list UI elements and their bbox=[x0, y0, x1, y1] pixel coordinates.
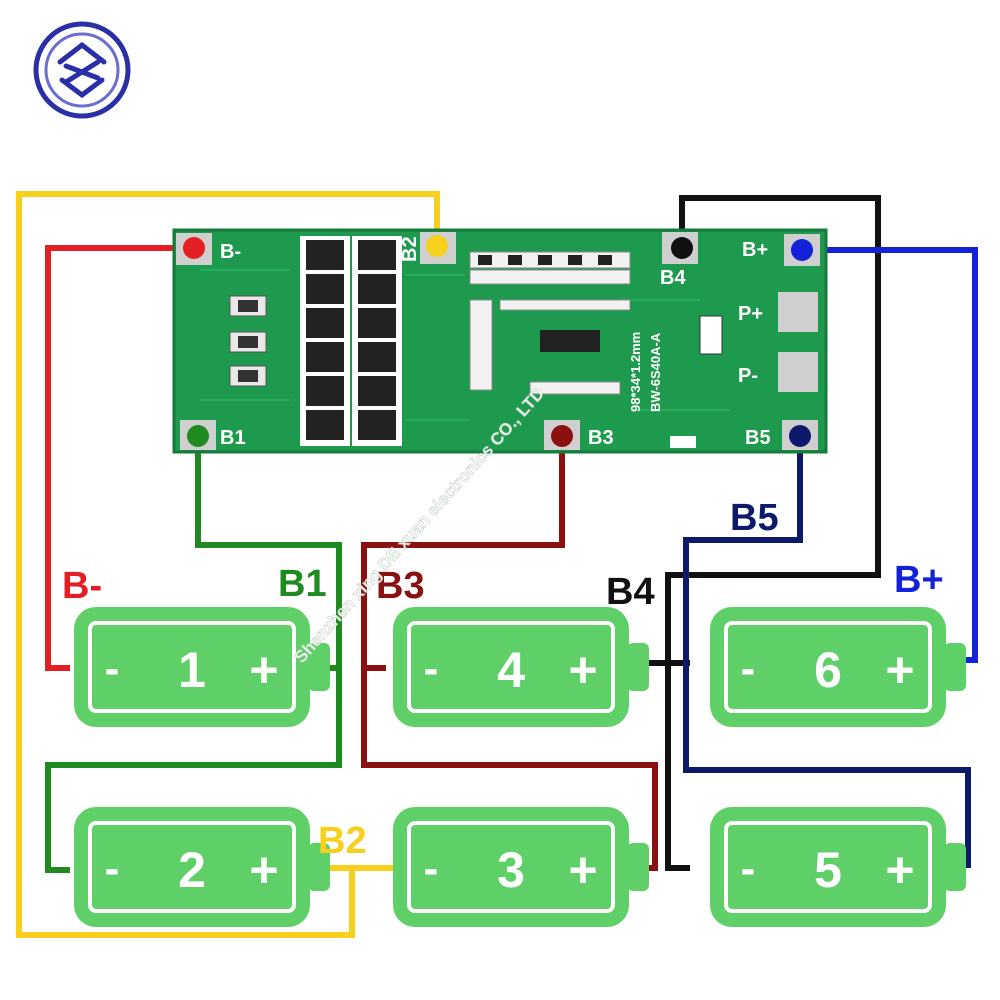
battery-number: 3 bbox=[497, 842, 525, 898]
board-pad-b-plus-label: B+ bbox=[742, 239, 768, 261]
bms-board: B- B1 B2 B3 B4 B5 B+ P+ P- 98*34*1.2mm B… bbox=[172, 228, 828, 454]
battery-number: 4 bbox=[497, 642, 525, 698]
battery-body bbox=[393, 607, 629, 727]
pad-p-plus bbox=[778, 292, 818, 332]
battery-inner-border bbox=[724, 821, 932, 913]
battery-inner-border bbox=[724, 621, 932, 713]
battery-terminal bbox=[308, 843, 330, 891]
label-b2: B2 bbox=[318, 820, 367, 862]
battery-body bbox=[710, 607, 946, 727]
pad-dot-b1 bbox=[187, 425, 209, 447]
battery-minus-sign: - bbox=[741, 844, 756, 893]
battery-number: 1 bbox=[178, 642, 206, 698]
battery-minus-sign: - bbox=[741, 644, 756, 693]
board-size-text: 98*34*1.2mm bbox=[628, 332, 643, 412]
board-pad-b1-label: B1 bbox=[220, 427, 246, 449]
pad-dot-b3 bbox=[551, 425, 573, 447]
pad-p-minus bbox=[778, 352, 818, 392]
label-b4: B4 bbox=[606, 571, 655, 613]
battery-minus-sign: - bbox=[105, 644, 120, 693]
battery-terminal bbox=[308, 643, 330, 691]
board-pad-b4-label: B4 bbox=[660, 267, 686, 289]
pad-dot-b4 bbox=[671, 237, 693, 259]
battery-cell-4: - 4 + bbox=[393, 607, 649, 727]
battery-terminal bbox=[627, 643, 649, 691]
battery-plus-sign: + bbox=[885, 842, 914, 898]
wire-b5 bbox=[683, 436, 971, 868]
battery-body bbox=[74, 807, 310, 927]
label-b3: B3 bbox=[376, 565, 425, 607]
battery-number: 6 bbox=[814, 642, 842, 698]
battery-body bbox=[74, 607, 310, 727]
wire-b-minus bbox=[45, 245, 194, 671]
circular-brand-logo-icon bbox=[33, 21, 131, 119]
battery-cell-5: - 5 + bbox=[710, 807, 966, 927]
battery-terminal bbox=[627, 843, 649, 891]
battery-body bbox=[393, 807, 629, 927]
battery-minus-sign: - bbox=[424, 844, 439, 893]
battery-inner-border bbox=[88, 821, 296, 913]
battery-minus-sign: - bbox=[105, 844, 120, 893]
board-pad-b-minus-label: B- bbox=[220, 241, 241, 263]
battery-plus-sign: + bbox=[249, 642, 278, 698]
battery-body bbox=[710, 807, 946, 927]
wire-b-plus bbox=[802, 247, 978, 663]
pad-dot-b2 bbox=[426, 235, 448, 257]
board-pad-b2-label: B2 bbox=[399, 236, 421, 262]
board-pad-p-plus-label: P+ bbox=[738, 303, 763, 325]
pad-dot-b-plus bbox=[791, 239, 813, 261]
pad-dot-b-minus bbox=[183, 237, 205, 259]
battery-terminal bbox=[944, 643, 966, 691]
pad-dots bbox=[176, 232, 820, 450]
battery-cell-6: - 6 + bbox=[710, 607, 966, 727]
battery-plus-sign: + bbox=[568, 642, 597, 698]
battery-plus-sign: + bbox=[568, 842, 597, 898]
battery-plus-sign: + bbox=[885, 642, 914, 698]
battery-terminal bbox=[944, 843, 966, 891]
board-model-text: BW-6S40A-A bbox=[648, 332, 663, 412]
battery-minus-sign: - bbox=[424, 644, 439, 693]
battery-number: 2 bbox=[178, 842, 206, 898]
mosfet-array bbox=[300, 236, 402, 446]
battery-number: 5 bbox=[814, 842, 842, 898]
pad-dot-b5 bbox=[789, 425, 811, 447]
board-pad-b5-label: B5 bbox=[745, 427, 771, 449]
wire-b3 bbox=[361, 436, 658, 871]
board-pad-p-minus-label: P- bbox=[738, 365, 758, 387]
label-b-plus: B+ bbox=[894, 559, 944, 601]
battery-inner-border bbox=[407, 821, 615, 913]
label-b5: B5 bbox=[730, 497, 779, 539]
battery-cell-1: - 1 + bbox=[74, 607, 330, 727]
battery-inner-border bbox=[88, 621, 296, 713]
battery-cell-3: - 3 + bbox=[393, 807, 649, 927]
label-b1: B1 bbox=[278, 563, 327, 605]
battery-inner-border bbox=[407, 621, 615, 713]
battery-cells: - 1 + - 2 + - 3 + - 4 + - 5 + - 6 + bbox=[74, 607, 966, 927]
battery-cell-2: - 2 + bbox=[74, 807, 330, 927]
board-pad-b3-label: B3 bbox=[588, 427, 614, 449]
battery-plus-sign: + bbox=[249, 842, 278, 898]
label-b-minus: B- bbox=[62, 565, 102, 607]
